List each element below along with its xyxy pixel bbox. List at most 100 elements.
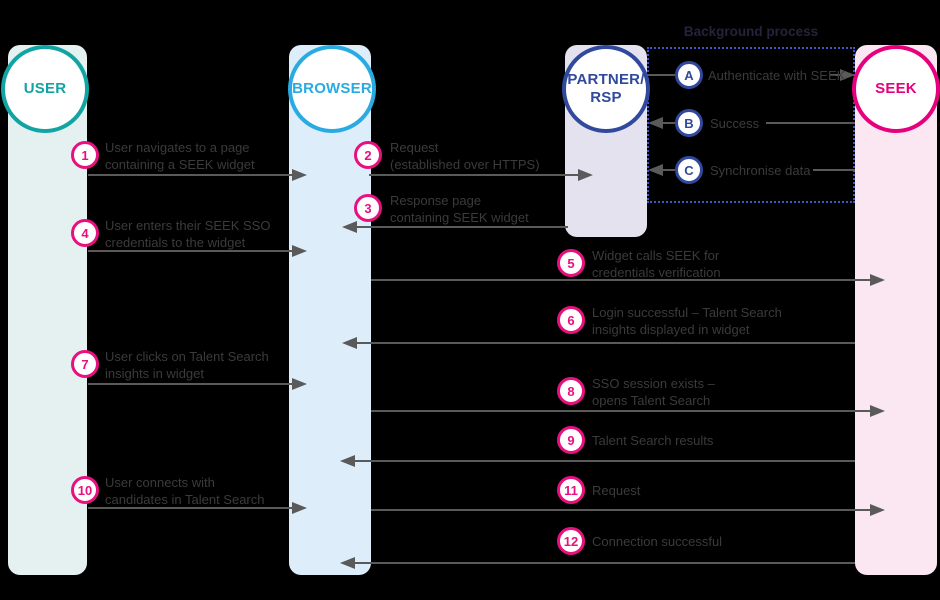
arrow-step-c [648,164,675,176]
arrow-step-8-shaft [371,410,873,412]
arrowhead-right-icon [870,405,885,417]
badge-step-8-number: 8 [567,383,575,399]
label-step-10-line2: candidates in Talent Search [105,492,265,507]
label-step-12: Connection successful [592,533,722,550]
arrow-step-2-shaft [369,174,581,176]
badge-step-9: 9 [557,426,585,454]
arrowhead-left-icon [648,117,663,129]
label-step-9-line1: Talent Search results [592,433,714,448]
arrow-step-11-shaft [371,509,873,511]
user-actor-circle: USER [1,45,89,133]
arrow-step-1-shaft [88,174,295,176]
badge-step-a-letter: A [684,67,694,83]
arrow-step-c-shaft [660,169,675,171]
partner-rsp-actor-circle: PARTNER/ RSP [562,45,650,133]
label-step-2-line2: (established over HTTPS) [390,157,540,172]
badge-step-3: 3 [354,194,382,222]
browser-actor-circle: BROWSER [288,45,376,133]
label-step-6-line1: Login successful – Talent Search [592,305,782,320]
seek-actor-label: SEEK [875,80,917,97]
seek-lane [855,45,937,575]
label-step-8: SSO session exists – opens Talent Search [592,375,715,409]
arrowhead-right-icon [292,169,307,181]
browser-lane [289,45,371,575]
arrow-step-5 [371,274,885,286]
label-step-1-line1: User navigates to a page [105,140,250,155]
connector-step-c-right [813,169,855,171]
label-step-3: Response page containing SEEK widget [390,192,529,226]
arrowhead-right-icon [292,245,307,257]
arrow-step-7-shaft [88,383,295,385]
badge-step-10: 10 [71,476,99,504]
badge-step-10-number: 10 [77,482,93,498]
badge-step-2-number: 2 [364,147,372,163]
badge-step-8: 8 [557,377,585,405]
arrow-step-5-shaft [371,279,873,281]
label-step-8-line2: opens Talent Search [592,393,711,408]
background-process-title: Background process [683,24,819,39]
arrow-step-1 [88,169,307,181]
badge-step-9-number: 9 [567,432,575,448]
label-step-4: User enters their SEEK SSO credentials t… [105,217,270,251]
arrowhead-right-icon [870,504,885,516]
label-step-11: Request [592,482,640,499]
arrow-step-3 [342,221,568,233]
arrowhead-right-icon [870,274,885,286]
label-step-a: Authenticate with SEEK [708,68,846,83]
arrow-step-9-shaft [352,460,855,462]
arrowhead-right-icon [292,378,307,390]
arrow-step-6 [342,337,855,349]
label-step-1-line2: containing a SEEK widget [105,157,255,172]
badge-step-6: 6 [557,306,585,334]
partner-rsp-actor-label-line2: RSP [590,89,622,106]
label-step-6: Login successful – Talent Search insight… [592,304,782,338]
arrow-step-12 [340,557,855,569]
label-step-7: User clicks on Talent Search insights in… [105,348,269,382]
label-step-7-line1: User clicks on Talent Search [105,349,269,364]
arrow-step-b [648,117,675,129]
label-step-2: Request (established over HTTPS) [390,139,540,173]
label-step-6-line2: insights displayed in widget [592,322,750,337]
arrow-step-10-shaft [88,507,295,509]
badge-step-5: 5 [557,249,585,277]
arrow-step-7 [88,378,307,390]
label-step-11-line1: Request [592,483,641,498]
arrowhead-left-icon [340,557,355,569]
label-step-5-line2: credentials verification [592,265,721,280]
arrow-step-b-shaft [660,122,675,124]
badge-step-11: 11 [557,476,585,504]
arrow-step-12-shaft [352,562,855,564]
arrowhead-left-icon [342,221,357,233]
arrow-step-8 [371,405,885,417]
partner-rsp-actor-label-line1: PARTNER/ [567,71,645,88]
browser-actor-label: BROWSER [292,80,372,97]
badge-step-a: A [675,61,703,89]
label-step-7-line2: insights in widget [105,366,204,381]
label-step-10: User connects with candidates in Talent … [105,474,264,508]
arrowhead-right-icon [840,69,855,81]
arrow-step-9 [340,455,855,467]
arrowhead-right-icon [292,502,307,514]
label-step-3-line1: Response page [390,193,482,208]
badge-step-7: 7 [71,350,99,378]
arrow-step-4-shaft [88,250,295,252]
badge-step-12-number: 12 [563,533,579,549]
label-step-c: Synchronise data [710,163,811,178]
connector-step-b-right [766,122,855,124]
label-step-3-line2: containing SEEK widget [390,210,529,225]
arrow-step-2 [369,169,593,181]
user-actor-label: USER [23,80,67,97]
arrowhead-left-icon [340,455,355,467]
badge-step-c-letter: C [684,162,694,178]
badge-step-6-number: 6 [567,312,575,328]
arrow-step-4 [88,245,307,257]
arrow-step-a [830,69,855,81]
label-step-9: Talent Search results [592,432,713,449]
label-step-5-line1: Widget calls SEEK for [592,248,720,263]
connector-step-a-left [647,74,675,76]
arrow-step-3-shaft [354,226,568,228]
arrow-step-a-shaft [830,74,843,76]
badge-step-b-letter: B [684,115,694,131]
arrow-step-6-shaft [354,342,855,344]
